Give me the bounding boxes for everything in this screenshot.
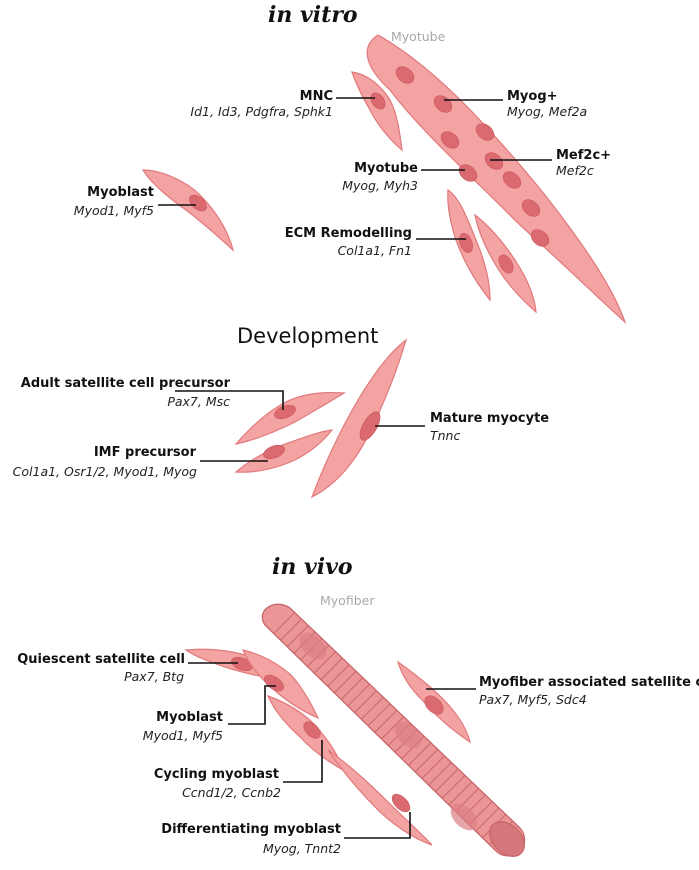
ecm-label: ECM Remodelling bbox=[285, 226, 412, 241]
mature-myocyte-genes: Tnnc bbox=[430, 428, 460, 443]
cycling-myoblast-label: Cycling myoblast bbox=[154, 767, 279, 782]
adult-sc-precursor-leader bbox=[175, 390, 284, 410]
adult-sc-precursor-genes: Pax7, Msc bbox=[167, 394, 230, 409]
ecm-nucleus bbox=[498, 254, 514, 274]
myoblast-cell bbox=[141, 169, 235, 252]
myotube-structure-label: Myotube bbox=[391, 29, 446, 44]
in-vivo-panel: in vivo Myofiber bbox=[17, 554, 699, 857]
quiescent-sc-genes: Pax7, Btg bbox=[124, 669, 184, 684]
diff-myoblast-label: Differentiating myoblast bbox=[161, 822, 341, 837]
myotube-genes: Myog, Myh3 bbox=[342, 178, 418, 193]
development-panel: Development Adult satellite cell precurs… bbox=[13, 324, 549, 499]
myotube-label: Myotube bbox=[354, 161, 418, 176]
development-title: Development bbox=[237, 324, 378, 348]
myofiber-nucleus bbox=[299, 632, 327, 660]
diff-myoblast-genes: Myog, Tnnt2 bbox=[263, 841, 341, 856]
myog-plus-label: Myog+ bbox=[507, 89, 558, 104]
myotube-nucleus bbox=[458, 164, 478, 182]
mature-myocyte-cell bbox=[310, 338, 408, 499]
mnc-label: MNC bbox=[300, 89, 333, 104]
imf-precursor-genes: Col1a1, Osr1/2, Myod1, Myog bbox=[13, 464, 197, 479]
myofiber-nucleus bbox=[450, 803, 478, 831]
myotube-nucleus bbox=[475, 123, 495, 141]
myotube-nucleus bbox=[521, 199, 541, 217]
myofiber-end bbox=[489, 821, 525, 857]
adult-sc-precursor-cell bbox=[234, 391, 346, 445]
in-vitro-title: in vitro bbox=[268, 2, 358, 28]
cycling-myoblast-nucleus bbox=[303, 721, 321, 739]
cycling-myoblast-leader bbox=[283, 740, 323, 783]
mature-myocyte-label: Mature myocyte bbox=[430, 411, 549, 426]
myofiber-structure-label: Myofiber bbox=[320, 593, 375, 608]
myotube-nucleus bbox=[395, 66, 415, 84]
myofiber-assoc-sc-genes: Pax7, Myf5, Sdc4 bbox=[479, 692, 587, 707]
myoblast-vitro-genes: Myod1, Myf5 bbox=[74, 203, 154, 218]
myog-plus-genes: Myog, Mef2a bbox=[507, 104, 587, 119]
mef2c-plus-label: Mef2c+ bbox=[556, 148, 611, 163]
myotube-nucleus bbox=[440, 131, 460, 149]
myoblast-vivo-nucleus bbox=[264, 674, 284, 692]
myotube-nucleus bbox=[530, 229, 550, 247]
myofiber-body bbox=[261, 603, 526, 857]
mnc-nucleus bbox=[370, 92, 386, 110]
diff-myoblast-nucleus bbox=[391, 793, 411, 813]
diff-myoblast-cell bbox=[327, 749, 433, 846]
myofiber-assoc-sc-nucleus bbox=[424, 695, 444, 715]
myoblast-vivo-label: Myoblast bbox=[156, 710, 223, 725]
myoblast-nucleus bbox=[189, 194, 207, 212]
imf-precursor-nucleus bbox=[263, 444, 285, 460]
myotube-nucleus bbox=[484, 152, 504, 170]
ecm-genes: Col1a1, Fn1 bbox=[338, 243, 412, 258]
mef2c-plus-genes: Mef2c bbox=[556, 163, 594, 178]
myoblast-vivo-leader bbox=[228, 685, 276, 725]
in-vitro-panel: in vitro Myotube MNC Id1, Id3, P bbox=[74, 2, 627, 324]
myofiber-nucleus bbox=[394, 721, 422, 749]
myoblast-vivo-genes: Myod1, Myf5 bbox=[143, 728, 223, 743]
mnc-genes: Id1, Id3, Pdgfra, Sphk1 bbox=[190, 104, 333, 119]
mature-myocyte-nucleus bbox=[359, 411, 381, 441]
diff-myoblast-leader bbox=[344, 812, 411, 839]
myofiber-assoc-sc-label: Myofiber associated satellite cell bbox=[479, 675, 699, 690]
quiescent-sc-label: Quiescent satellite cell bbox=[17, 652, 185, 667]
cycling-myoblast-genes: Ccnd1/2, Ccnb2 bbox=[182, 785, 281, 800]
adult-sc-precursor-label: Adult satellite cell precursor bbox=[21, 376, 231, 391]
myoblast-vitro-label: Myoblast bbox=[87, 185, 154, 200]
in-vivo-title: in vivo bbox=[272, 554, 353, 580]
ecm-nucleus bbox=[459, 233, 473, 253]
myotube-cell bbox=[366, 34, 627, 324]
myotube-nucleus bbox=[502, 171, 522, 189]
imf-precursor-label: IMF precursor bbox=[94, 445, 197, 460]
